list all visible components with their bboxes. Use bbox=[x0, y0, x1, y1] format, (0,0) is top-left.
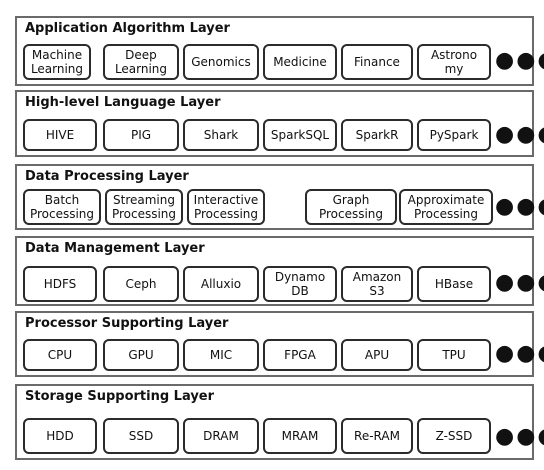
box-machine-learning: Machine Learning bbox=[23, 44, 91, 80]
layer-title: Data Processing Layer bbox=[25, 169, 189, 184]
box-medicine: Medicine bbox=[263, 44, 337, 80]
layer-title: Data Management Layer bbox=[25, 241, 205, 256]
box-graph-processing: Graph Processing bbox=[305, 189, 397, 225]
box-dynamodb: Dynamo DB bbox=[263, 266, 337, 302]
layer-application-algorithm: Application Algorithm Layer Machine Lear… bbox=[15, 16, 544, 86]
more-dots: ●●● bbox=[495, 341, 544, 366]
more-dots: ●●● bbox=[495, 48, 544, 73]
box-re-ram: Re-RAM bbox=[341, 418, 413, 454]
more-dots: ●●● bbox=[495, 194, 544, 219]
box-apu: APU bbox=[341, 339, 413, 371]
layer-processor-supporting: Processor Supporting Layer CPU GPU MIC F… bbox=[15, 311, 544, 377]
more-dots: ●●● bbox=[495, 424, 544, 449]
box-hdd: HDD bbox=[23, 418, 97, 454]
box-sparkr: SparkR bbox=[341, 119, 413, 151]
box-ssd: SSD bbox=[103, 418, 179, 454]
box-streaming-processing: Streaming Processing bbox=[105, 189, 183, 225]
box-alluxio: Alluxio bbox=[183, 266, 259, 302]
box-tpu: TPU bbox=[417, 339, 491, 371]
layer-data-processing: Data Processing Layer Batch Processing S… bbox=[15, 164, 544, 230]
layer-title: Storage Supporting Layer bbox=[25, 389, 215, 404]
box-pig: PIG bbox=[103, 119, 179, 151]
box-cpu: CPU bbox=[23, 339, 97, 371]
layer-title: Processor Supporting Layer bbox=[25, 316, 229, 331]
box-finance: Finance bbox=[341, 44, 413, 80]
box-ceph: Ceph bbox=[103, 266, 179, 302]
box-dram: DRAM bbox=[183, 418, 259, 454]
more-dots: ●●● bbox=[495, 122, 544, 147]
box-hive: HIVE bbox=[23, 119, 97, 151]
more-dots: ●●● bbox=[495, 270, 544, 295]
layer-title: Application Algorithm Layer bbox=[25, 21, 230, 36]
box-shark: Shark bbox=[183, 119, 259, 151]
box-batch-processing: Batch Processing bbox=[23, 189, 101, 225]
box-gpu: GPU bbox=[103, 339, 179, 371]
box-mram: MRAM bbox=[263, 418, 337, 454]
box-astronomy: Astrono my bbox=[417, 44, 491, 80]
box-z-ssd: Z-SSD bbox=[417, 418, 491, 454]
box-approximate-processing: Approximate Processing bbox=[399, 189, 493, 225]
layer-title: High-level Language Layer bbox=[25, 95, 221, 110]
box-fpga: FPGA bbox=[263, 339, 337, 371]
layer-storage-supporting: Storage Supporting Layer HDD SSD DRAM MR… bbox=[15, 384, 544, 460]
box-genomics: Genomics bbox=[183, 44, 259, 80]
box-sparksql: SparkSQL bbox=[263, 119, 337, 151]
layer-data-management: Data Management Layer HDFS Ceph Alluxio … bbox=[15, 236, 544, 306]
box-mic: MIC bbox=[183, 339, 259, 371]
layer-high-level-language: High-level Language Layer HIVE PIG Shark… bbox=[15, 90, 544, 157]
box-amazon-s3: Amazon S3 bbox=[341, 266, 413, 302]
box-hdfs: HDFS bbox=[23, 266, 97, 302]
box-pyspark: PySpark bbox=[417, 119, 491, 151]
box-hbase: HBase bbox=[417, 266, 491, 302]
box-deep-learning: Deep Learning bbox=[103, 44, 179, 80]
box-interactive-processing: Interactive Processing bbox=[187, 189, 265, 225]
